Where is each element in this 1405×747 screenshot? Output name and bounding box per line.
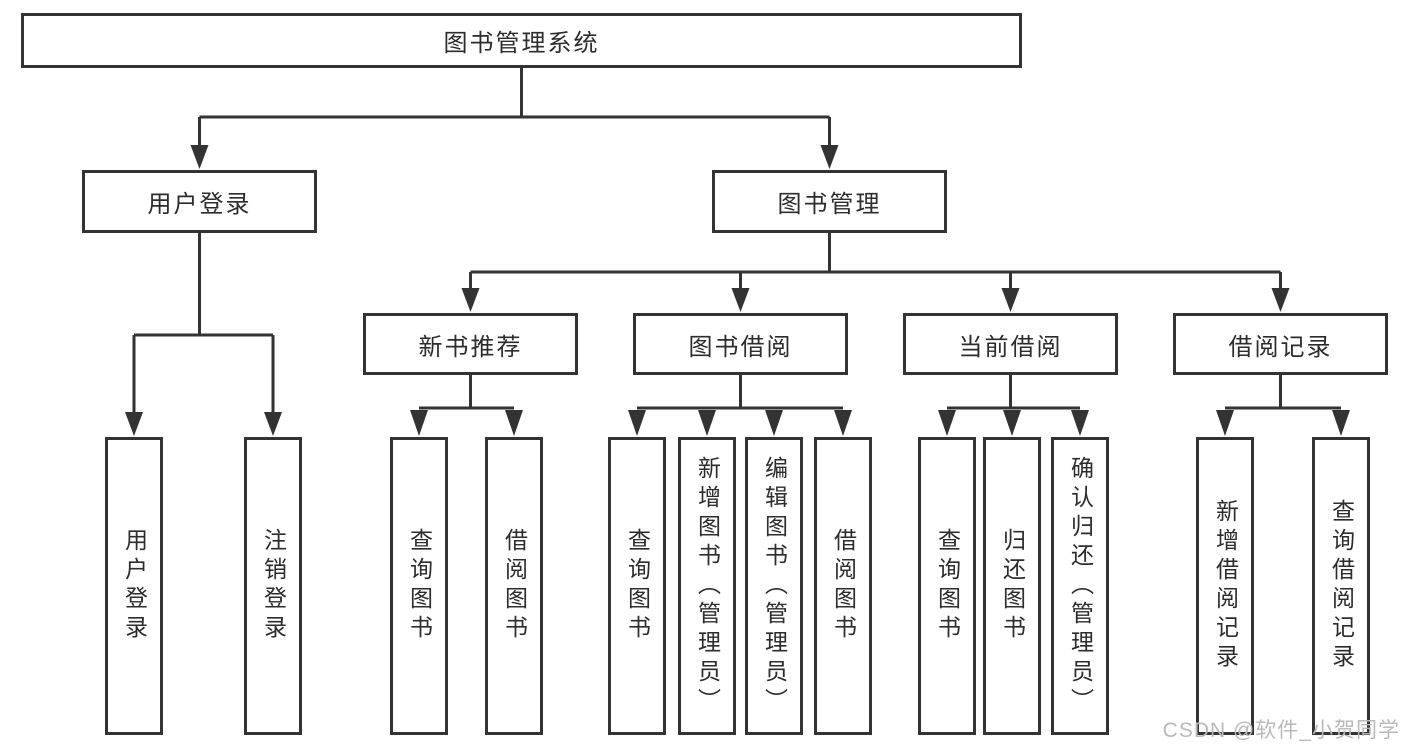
- node-new-book-recommend-label: 新书推荐: [418, 333, 523, 361]
- connector-newbook-to-leaves: [419, 375, 514, 410]
- connector-bookborrow-to-leaves: [637, 375, 843, 410]
- leaf-logout-login: 注销登录: [244, 437, 302, 735]
- connector-currentborrow-to-leaves: [947, 375, 1080, 410]
- leaf-bb-add-books-admin-label: 新增图书（管理员）: [694, 455, 721, 717]
- leaf-bb-query-books-label: 查询图书: [624, 528, 651, 644]
- leaf-user-login: 用户登录: [105, 437, 163, 735]
- arrow-to-bb-borrow: [834, 410, 852, 436]
- leaf-cb-return-books-label: 归还图书: [999, 528, 1026, 644]
- arrow-to-br-add: [1216, 410, 1234, 436]
- arrow-to-br-query: [1332, 410, 1350, 436]
- leaf-br-query-record-label: 查询借阅记录: [1328, 499, 1355, 673]
- arrow-to-cb-query: [938, 410, 956, 436]
- arrow-to-bb-edit: [765, 410, 783, 436]
- leaf-bb-borrow-books: 借阅图书: [814, 437, 872, 735]
- arrow-to-nbr-query: [410, 410, 428, 436]
- node-book-borrowing-label: 图书借阅: [688, 333, 793, 361]
- node-book-management: 图书管理: [712, 170, 947, 233]
- leaf-bb-edit-books-admin: 编辑图书（管理员）: [745, 437, 803, 735]
- node-root-label: 图书管理系统: [443, 30, 600, 57]
- arrow-to-nbr-borrow: [505, 410, 523, 436]
- leaf-cb-return-books: 归还图书: [983, 437, 1041, 735]
- csdn-watermark: CSDN @软件_小贺同学: [1162, 719, 1400, 742]
- leaf-cb-confirm-return-admin: 确认归还（管理员）: [1051, 437, 1109, 735]
- node-user-login-label: 用户登录: [147, 191, 252, 218]
- arrow-to-new-book-recommend: [461, 288, 480, 312]
- arrow-to-cb-return: [1003, 410, 1021, 436]
- leaf-bb-edit-books-admin-label: 编辑图书（管理员）: [761, 455, 788, 717]
- leaf-bb-add-books-admin: 新增图书（管理员）: [678, 437, 736, 735]
- leaf-br-add-record: 新增借阅记录: [1196, 437, 1254, 735]
- leaf-cb-confirm-return-admin-label: 确认归还（管理员）: [1067, 455, 1094, 717]
- node-current-borrowing-label: 当前借阅: [958, 333, 1063, 361]
- node-book-borrowing: 图书借阅: [633, 313, 848, 375]
- leaf-nbr-borrow-books-label: 借阅图书: [501, 528, 528, 644]
- arrow-to-leaf-user-login: [125, 412, 143, 436]
- arrow-to-current-borrowing: [1001, 288, 1020, 312]
- connector-root-to-level2: [198, 68, 831, 147]
- leaf-bb-query-books: 查询图书: [608, 437, 666, 735]
- connector-userlogin-to-leaves: [132, 233, 275, 414]
- node-borrowing-records: 借阅记录: [1173, 313, 1388, 375]
- node-new-book-recommend: 新书推荐: [363, 313, 578, 375]
- leaf-nbr-query-books: 查询图书: [390, 437, 448, 735]
- arrow-to-cb-confirm: [1071, 410, 1089, 436]
- connector-records-to-leaves: [1225, 375, 1341, 410]
- node-user-login: 用户登录: [82, 170, 317, 233]
- node-root: 图书管理系统: [21, 13, 1022, 68]
- node-current-borrowing: 当前借阅: [903, 313, 1118, 375]
- arrow-to-borrowing-records: [1271, 288, 1290, 312]
- leaf-cb-query-books: 查询图书: [918, 437, 976, 735]
- leaf-bb-borrow-books-label: 借阅图书: [830, 528, 857, 644]
- leaf-nbr-borrow-books: 借阅图书: [485, 437, 543, 735]
- arrow-to-bb-query: [628, 410, 646, 436]
- leaf-br-query-record: 查询借阅记录: [1312, 437, 1370, 735]
- node-book-management-label: 图书管理: [777, 191, 882, 218]
- arrow-to-book-management: [820, 145, 839, 169]
- leaf-user-login-label: 用户登录: [121, 528, 148, 644]
- arrowheads: [125, 145, 1350, 436]
- leaf-nbr-query-books-label: 查询图书: [406, 528, 433, 644]
- arrow-to-bb-add: [698, 410, 716, 436]
- arrow-to-leaf-logout: [264, 412, 282, 436]
- arrow-to-book-borrowing: [731, 288, 750, 312]
- arrow-to-user-login: [190, 145, 209, 169]
- leaf-br-add-record-label: 新增借阅记录: [1212, 499, 1239, 673]
- node-borrowing-records-label: 借阅记录: [1228, 333, 1333, 361]
- connector-bookmgmt-to-level3: [469, 233, 1282, 290]
- leaf-cb-query-books-label: 查询图书: [934, 528, 961, 644]
- leaf-logout-login-label: 注销登录: [260, 528, 287, 644]
